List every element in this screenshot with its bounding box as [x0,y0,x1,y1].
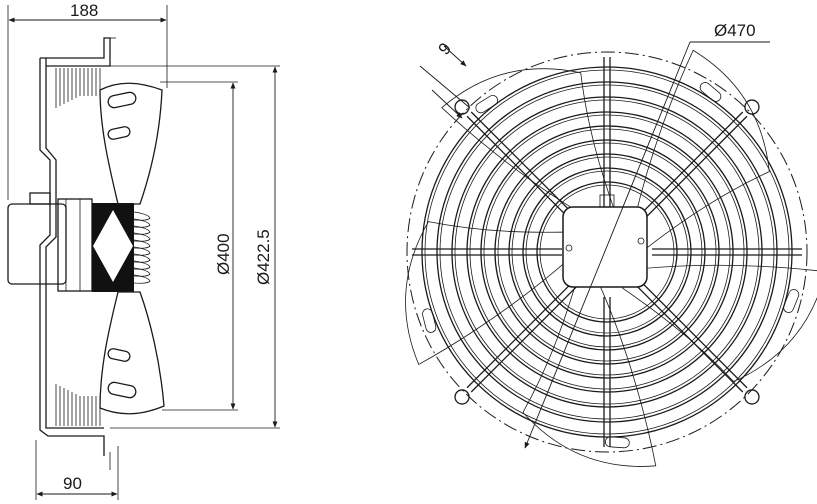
fan-blade [405,221,576,366]
blade-slot [699,82,722,102]
dimension-d400: Ø400 [214,233,233,275]
guard-ring-inner [539,184,675,320]
side-view: 188 90 Ø400 Ø422.5 [7,1,280,500]
motor-housing [7,203,67,285]
front-view: Ø470 9 [405,21,817,467]
blade-outline [405,221,576,366]
guard-ring-inner [469,114,745,390]
guard-ring-inner [525,170,689,334]
fan-blade [522,277,657,467]
fan-blade [631,49,770,249]
dimension-d422-5: Ø422.5 [254,229,273,285]
guard-ring [522,167,692,337]
guard-spoke [636,111,744,219]
guard-ring [480,125,734,379]
guard-ring [494,139,720,365]
fin [133,274,151,284]
guard-ring [466,111,748,393]
blade-outline [522,277,657,467]
fan-blade [621,264,817,383]
fan-blade [441,68,617,223]
guard-ring-inner [439,84,775,420]
blade-upper [99,82,163,205]
guard-rings [421,66,793,438]
guard-ring-inner [483,128,731,376]
mounting-hole [744,389,760,405]
guard-ring [436,81,778,423]
dimension-188: 188 [70,1,98,20]
blade-slot [604,436,630,449]
dimension-90: 90 [63,474,82,493]
diameter-line [524,41,691,449]
blade-outline [441,68,617,223]
hatch-bottom [55,384,101,426]
rotor-diamond [93,210,133,282]
mounting-hole [454,99,470,115]
guard-ring-inner [497,142,717,362]
blade-outline [631,49,770,249]
guard-ring [421,66,793,438]
top-flange [40,37,111,67]
guard-ring-inner [424,69,790,435]
blade-slot [475,94,499,114]
mounting-hole [744,99,760,115]
guard-ring-inner [511,156,703,348]
fan-blades-front [405,49,817,467]
guard-ring [451,96,763,408]
guard-ring [508,153,706,351]
rotor-fins [133,211,151,284]
guard-spoke [466,281,574,389]
guard-spoke [466,115,574,223]
blade-slot [422,308,437,333]
mounting-plate [39,58,105,456]
dimension-d470: Ø470 [714,21,756,40]
guard-ring [536,181,678,323]
guard-spoke [470,285,578,393]
blade-lower [99,291,165,415]
motor-body [57,198,93,292]
guard-spoke [640,115,748,223]
blade-slot [783,289,800,313]
blade-outline [621,264,817,383]
dimension-hole-9: 9 [435,39,456,58]
guard-spoke [640,281,748,389]
hatch-top [55,68,101,108]
hub-box [562,206,648,288]
mounting-hole [454,389,470,405]
mounting-circle [406,51,808,453]
motor-cap [29,192,51,205]
guard-ring-inner [454,99,760,405]
